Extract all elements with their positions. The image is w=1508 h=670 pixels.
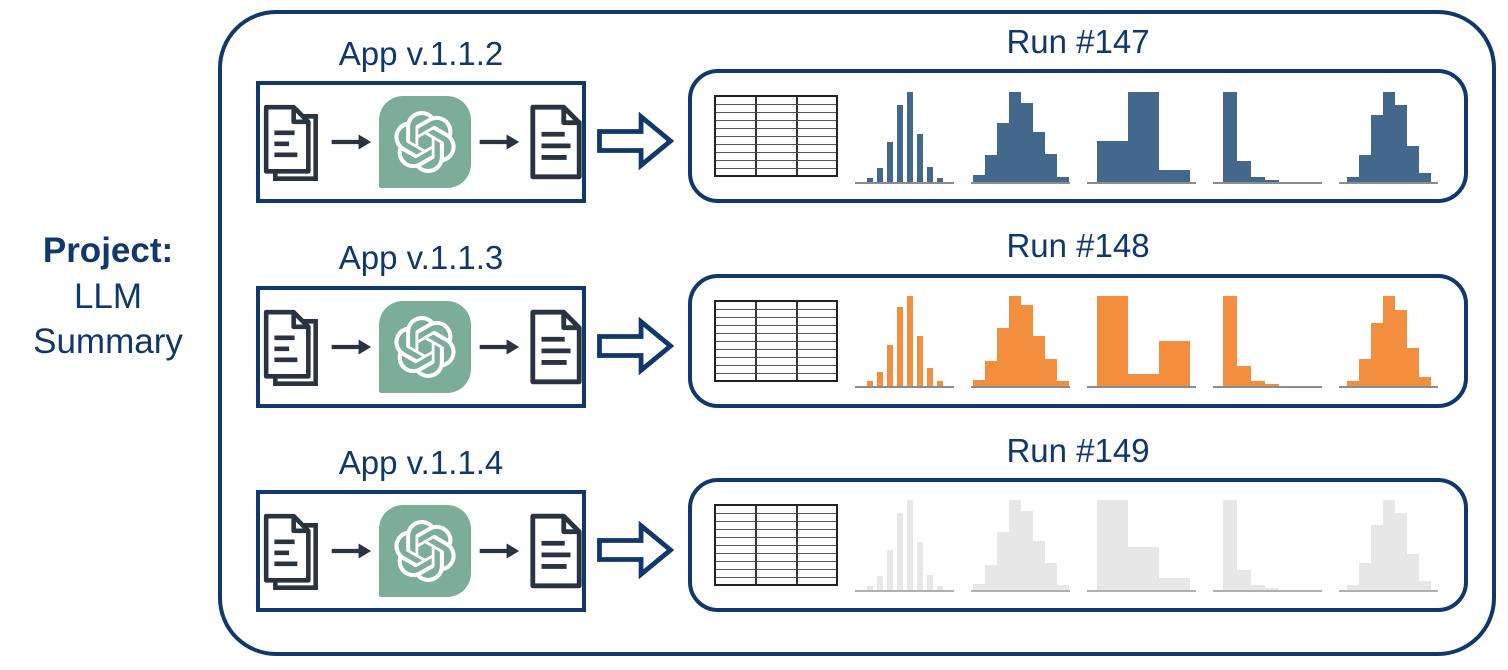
run-box — [688, 477, 1468, 612]
histogram — [971, 497, 1070, 593]
histogram — [855, 89, 954, 184]
run-box — [688, 69, 1468, 204]
table-icon — [714, 503, 838, 586]
project-container: App v.1.1.2 — [218, 10, 1496, 656]
app-group: App v.1.1.2 — [256, 35, 586, 204]
histogram — [1087, 497, 1196, 593]
project-label-title: Project: — [42, 231, 174, 270]
histogram — [971, 89, 1070, 184]
histogram — [855, 497, 954, 593]
histogram — [855, 293, 954, 389]
project-label-line2: LLM — [73, 276, 143, 316]
run-box — [688, 273, 1468, 408]
run-output-arrow-icon — [596, 314, 674, 378]
run-output-arrow-icon — [596, 518, 674, 582]
project-label: Project: LLM Summary — [0, 228, 216, 365]
documents-icon — [257, 306, 323, 388]
histogram — [1213, 497, 1322, 593]
arrow-right-icon — [478, 131, 520, 153]
openai-logo — [379, 300, 471, 393]
histogram — [1087, 293, 1196, 389]
document-icon — [527, 308, 585, 386]
run-group: Run #147 — [688, 23, 1468, 204]
documents-icon — [257, 101, 323, 183]
histogram — [1339, 89, 1438, 184]
documents-icon — [257, 510, 323, 592]
app-version-label: App v.1.1.4 — [338, 443, 504, 481]
project-label-line3: Summary — [33, 322, 183, 361]
app-group: App v.1.1.4 — [256, 443, 586, 612]
app-version-label: App v.1.1.2 — [338, 35, 504, 72]
histogram — [1339, 497, 1438, 593]
histogram — [971, 293, 1070, 389]
histogram — [1339, 293, 1438, 389]
histogram — [1213, 293, 1322, 389]
openai-logo — [379, 96, 471, 189]
run-label: Run #148 — [1006, 227, 1150, 265]
app-box — [256, 285, 586, 408]
table-icon — [714, 95, 838, 178]
table-icon — [714, 299, 838, 382]
arrow-right-icon — [330, 131, 372, 153]
run-group: Run #148 — [688, 227, 1468, 408]
run-output-arrow-icon — [596, 109, 674, 173]
run-group: Run #149 — [688, 431, 1468, 612]
document-icon — [527, 512, 585, 590]
run-label: Run #147 — [1006, 23, 1150, 60]
pipeline-row-3: App v.1.1.4 — [256, 431, 1468, 612]
run-label: Run #149 — [1006, 431, 1150, 469]
pipeline-row-1: App v.1.1.2 — [256, 23, 1468, 204]
app-group: App v.1.1.3 — [256, 239, 586, 408]
arrow-right-icon — [478, 540, 520, 562]
arrow-right-icon — [330, 540, 372, 562]
pipeline-row-2: App v.1.1.3 — [256, 227, 1468, 408]
document-icon — [527, 103, 585, 181]
histogram — [1087, 89, 1196, 184]
openai-logo — [379, 504, 471, 597]
app-version-label: App v.1.1.3 — [338, 239, 504, 277]
arrow-right-icon — [330, 336, 372, 358]
histogram — [1213, 89, 1322, 184]
app-box — [256, 81, 586, 204]
arrow-right-icon — [478, 336, 520, 358]
app-box — [256, 489, 586, 612]
